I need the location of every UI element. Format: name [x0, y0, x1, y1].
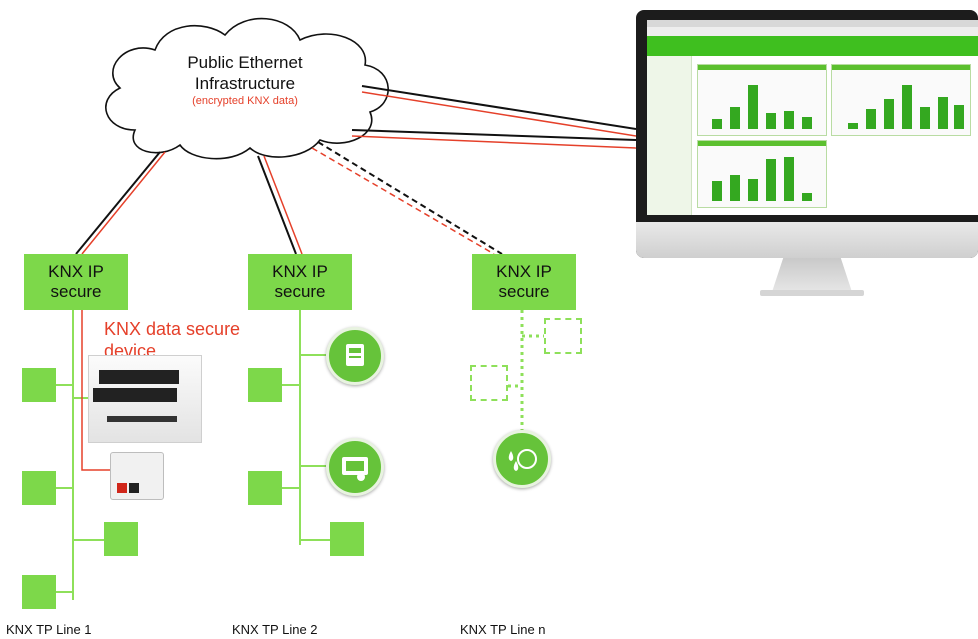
meter-icon — [326, 327, 384, 385]
cloud-title-line2: Infrastructure — [194, 74, 296, 93]
secure-actuator-photo — [110, 452, 164, 500]
line-label-2: KNX TP Line 2 — [232, 622, 318, 637]
gateway-label-line1: KNX IP — [48, 262, 104, 281]
terminal-red — [117, 483, 127, 493]
tablet-touch-icon — [326, 438, 384, 496]
app-header — [647, 36, 978, 56]
bus-device — [248, 368, 282, 402]
bus-device — [22, 368, 56, 402]
water-meter-icon — [493, 430, 551, 488]
gateway-line-2: KNX IP secure — [248, 254, 352, 310]
visualization-screen — [647, 20, 978, 215]
bus-device — [22, 575, 56, 609]
gateway-label-line1: KNX IP — [272, 262, 328, 281]
meter-digits — [93, 388, 177, 402]
monitor-stand-base — [760, 290, 864, 296]
bus-device-planned — [544, 318, 582, 354]
cloud-label: Public Ethernet Infrastructure (encrypte… — [150, 52, 340, 108]
gateway-line-n: KNX IP secure — [472, 254, 576, 310]
monitor-stand — [772, 258, 852, 292]
gateway-label-line2: secure — [50, 282, 102, 301]
cloud-subtitle: (encrypted KNX data) — [192, 95, 298, 107]
chart-panel — [697, 140, 827, 208]
meter-digits — [99, 370, 179, 384]
meter-slot — [107, 416, 177, 422]
window-toolbar — [647, 27, 978, 36]
monitor-chin — [636, 222, 978, 258]
bus-device — [330, 522, 364, 556]
chart-panel — [697, 64, 827, 136]
bus-device-planned — [470, 365, 508, 401]
chart-panel — [831, 64, 971, 136]
line-label-n: KNX TP Line n — [460, 622, 546, 637]
gateway-line-1: KNX IP secure — [24, 254, 128, 310]
bus-device — [248, 471, 282, 505]
terminal-black — [129, 483, 139, 493]
line-label-1: KNX TP Line 1 — [6, 622, 92, 637]
energy-meter-photo — [88, 355, 202, 443]
gateway-label-line2: secure — [274, 282, 326, 301]
window-titlebar — [647, 20, 978, 27]
cloud-title-line1: Public Ethernet — [187, 53, 303, 72]
secure-device-label-line1: KNX data secure — [104, 319, 241, 339]
app-sidebar — [647, 56, 692, 215]
gateway-label-line1: KNX IP — [496, 262, 552, 281]
cloud-icon — [105, 17, 389, 160]
bus-device — [104, 522, 138, 556]
bus-device — [22, 471, 56, 505]
gateway-label-line2: secure — [498, 282, 550, 301]
